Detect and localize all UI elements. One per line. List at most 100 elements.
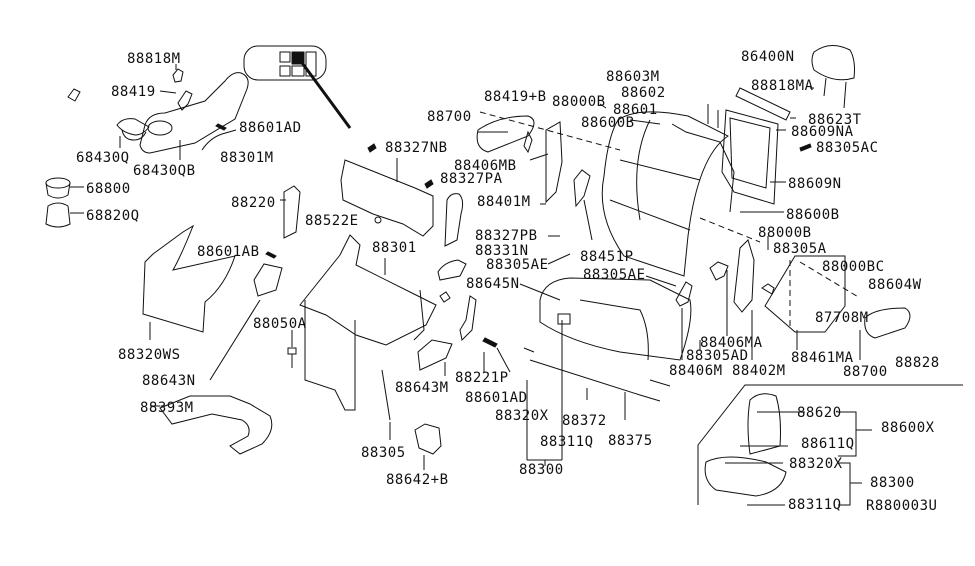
label-88643m[interactable]: 88643M (395, 380, 449, 396)
label-88327pb[interactable]: 88327PB (475, 228, 538, 244)
part-88643n-cover (209, 263, 283, 381)
part-88601ab-screw (265, 251, 277, 259)
label-88700-top[interactable]: 88700 (427, 109, 472, 125)
label-88602[interactable]: 88602 (621, 85, 666, 101)
part-88451p-recliner (573, 169, 593, 241)
label-88642b[interactable]: 88642+B (386, 472, 449, 488)
label-88604w[interactable]: 88604W (868, 277, 922, 293)
label-88645n[interactable]: 88645N (466, 276, 520, 292)
dashed-leaders (479, 111, 791, 330)
part-88818m-clip (172, 64, 184, 83)
part-86400n-headrest (811, 45, 855, 109)
inset-label-88300[interactable]: 88300 (870, 475, 915, 491)
inset-label-88320x[interactable]: 88320X (789, 456, 843, 472)
part-88327nb-bracket (340, 143, 434, 237)
label-88818ma[interactable]: 88818MA (751, 78, 814, 94)
part-68430q-cup (116, 118, 150, 148)
label-88600b-right[interactable]: 88600B (786, 207, 840, 223)
label-88601ad-bottom[interactable]: 88601AD (465, 390, 528, 406)
label-88320x[interactable]: 88320X (495, 408, 549, 424)
label-88600b-top[interactable]: 88600B (581, 115, 635, 131)
part-88375-spring (523, 347, 671, 402)
part-88320ws-box (142, 224, 236, 340)
inset-label-88600x[interactable]: 88600X (881, 420, 935, 436)
part-88220-panel (280, 185, 301, 239)
label-88643n[interactable]: 88643N (142, 373, 196, 389)
label-88320ws[interactable]: 88320WS (118, 347, 181, 363)
armrest-detail-group (764, 255, 911, 339)
label-88406mb[interactable]: 88406MB (454, 158, 517, 174)
label-68430qb[interactable]: 68430QB (133, 163, 196, 179)
label-88402m[interactable]: 88402M (732, 363, 786, 379)
label-88603m[interactable]: 88603M (606, 69, 660, 85)
label-88331n[interactable]: 88331N (475, 243, 529, 259)
label-88305ad[interactable]: 88305AD (686, 348, 749, 364)
label-87708m[interactable]: 87708M (815, 310, 869, 326)
part-88522e-bolt (374, 216, 382, 224)
label-88327nb[interactable]: 88327NB (385, 140, 448, 156)
label-88461ma[interactable]: 88461MA (791, 350, 854, 366)
part-88601ad-screw-bottom (482, 337, 511, 373)
label-88623t[interactable]: 88623T (808, 112, 862, 128)
label-88393m[interactable]: 88393M (140, 400, 194, 416)
label-88601ab[interactable]: 88601AB (197, 244, 260, 260)
label-88372[interactable]: 88372 (562, 413, 607, 429)
inset-box (697, 384, 963, 506)
label-88000b-right[interactable]: 88000B (758, 225, 812, 241)
label-88301[interactable]: 88301 (372, 240, 417, 256)
label-88451p[interactable]: 88451P (580, 249, 634, 265)
label-88050a[interactable]: 88050A (253, 316, 307, 332)
label-88700-right[interactable]: 88700 (843, 364, 888, 380)
label-88000b-top[interactable]: 88000B (552, 94, 606, 110)
label-88419[interactable]: 88419 (111, 84, 156, 100)
label-88305ae-b[interactable]: 88305AE (583, 267, 646, 283)
label-68820q[interactable]: 68820Q (86, 208, 140, 224)
label-88609n[interactable]: 88609N (788, 176, 842, 192)
small-clip-part (67, 88, 81, 102)
inset-label-88620[interactable]: 88620 (797, 405, 842, 421)
label-68430q[interactable]: 68430Q (76, 150, 130, 166)
label-88609na[interactable]: 88609NA (791, 124, 854, 140)
label-86400n[interactable]: 86400N (741, 49, 795, 65)
label-88406ma[interactable]: 88406MA (700, 335, 763, 351)
label-88601ad[interactable]: 88601AD (239, 120, 302, 136)
part-labels: 88818M 88419 88601AD 88301M 68430Q 68430… (76, 49, 940, 514)
part-68820q-sleeve (45, 202, 84, 228)
label-88419b[interactable]: 88419+B (484, 89, 547, 105)
part-88419-lever (159, 90, 193, 111)
label-88522e[interactable]: 88522E (305, 213, 359, 229)
label-88221p[interactable]: 88221P (455, 370, 509, 386)
part-88645n-clip (439, 291, 451, 303)
label-88301m[interactable]: 88301M (220, 150, 274, 166)
part-88393m-duct (150, 395, 273, 455)
label-68800[interactable]: 68800 (86, 181, 131, 197)
label-88828[interactable]: 88828 (895, 355, 940, 371)
part-88700-armrest-top (476, 115, 535, 153)
part-88623t-strip (735, 87, 791, 121)
inset-label-88311q[interactable]: 88311Q (788, 497, 842, 513)
label-88401m[interactable]: 88401M (477, 194, 531, 210)
label-88818m[interactable]: 88818M (127, 51, 181, 67)
part-88601ad-screw-top (215, 123, 227, 131)
part-88305-rod (381, 369, 391, 440)
label-88375[interactable]: 88375 (608, 433, 653, 449)
label-88305a[interactable]: 88305A (773, 241, 827, 257)
label-88305ae-a[interactable]: 88305AE (486, 257, 549, 273)
label-88305[interactable]: 88305 (361, 445, 406, 461)
label-88406m[interactable]: 88406M (669, 363, 723, 379)
part-88372-bar (529, 359, 641, 396)
label-88601[interactable]: 88601 (613, 102, 658, 118)
label-88311q[interactable]: 88311Q (540, 434, 594, 450)
label-88000bc[interactable]: 88000BC (822, 259, 885, 275)
label-88220[interactable]: 88220 (231, 195, 276, 211)
label-88305ac[interactable]: 88305AC (816, 140, 879, 156)
part-88406m-cover (675, 281, 693, 360)
part-88419b-bolt (523, 130, 533, 154)
part-68800-cup (45, 177, 84, 199)
part-88320x-cushion (539, 277, 692, 361)
inset-label-88611q[interactable]: 88611Q (801, 436, 855, 452)
label-88327pa[interactable]: 88327PA (440, 171, 503, 187)
reference-code: R880003U (866, 498, 937, 514)
label-88300[interactable]: 88300 (519, 462, 564, 478)
